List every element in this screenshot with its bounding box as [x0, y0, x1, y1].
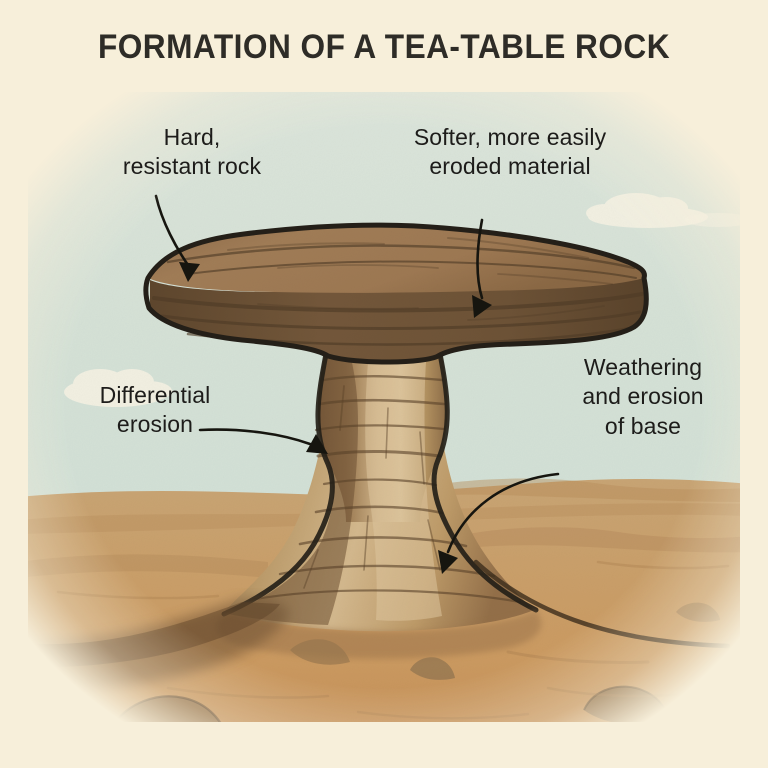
label-softer-eroded-material: Softer, more easily eroded material — [413, 124, 607, 180]
illustration-plate — [28, 92, 740, 722]
arrow-hard-resistant-rock — [154, 194, 200, 282]
label-differential-erosion: Differential erosion — [99, 382, 211, 438]
arrows — [154, 194, 560, 574]
label-weathering-erosion-of-base: Weathering and erosion of base — [582, 354, 704, 439]
page-title: FORMATION OF A TEA-TABLE ROCK — [97, 28, 671, 66]
arrow-softer-material — [472, 218, 492, 318]
arrow-weathering-base — [438, 472, 560, 574]
label-hard-resistant-rock: Hard, resistant rock — [122, 124, 262, 180]
arrow-differential-erosion — [198, 428, 328, 454]
